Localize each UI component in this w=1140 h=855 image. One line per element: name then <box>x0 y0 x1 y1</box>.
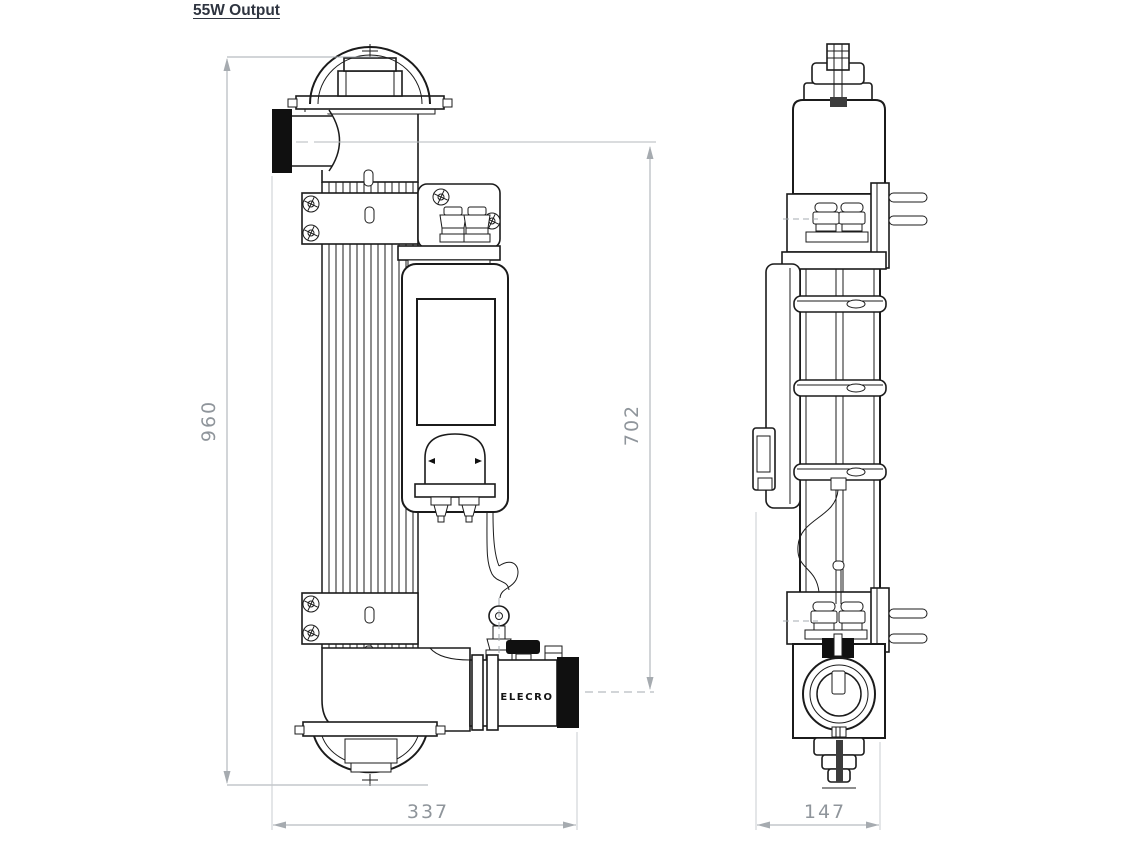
inlet-flange <box>272 109 292 173</box>
page-title: 55W Output <box>193 2 280 19</box>
brand-label: ELECRO <box>500 692 553 703</box>
lamp-knob <box>337 70 403 97</box>
dimension-702: 702 <box>585 146 654 693</box>
outlet-flange <box>557 657 579 728</box>
upper-bracket <box>301 193 418 244</box>
inlet-pipe <box>292 115 332 167</box>
transformer-bell <box>424 433 486 489</box>
bottom-flange <box>302 721 438 737</box>
front-view: ELECRO <box>272 44 656 786</box>
dimension-label-960: 960 <box>198 400 220 442</box>
display-window <box>416 298 496 426</box>
dimension-label-702: 702 <box>621 404 643 446</box>
dimension-147: 147 <box>755 512 881 830</box>
dimension-960: 960 <box>198 56 428 786</box>
wire <box>486 511 510 591</box>
dimension-label-337: 337 <box>407 801 449 823</box>
dimension-annotations: 960 702 337 <box>198 56 881 830</box>
valve-handle <box>506 640 540 654</box>
dimension-337: 337 <box>271 176 578 830</box>
outlet-elbow <box>321 647 471 732</box>
dimension-label-147: 147 <box>804 801 846 823</box>
side-tube <box>799 269 881 595</box>
side-view <box>752 43 928 789</box>
outlet-pipe <box>469 659 558 727</box>
lower-bracket <box>301 593 418 644</box>
side-upper-body <box>792 99 886 195</box>
power-cable <box>797 489 839 593</box>
